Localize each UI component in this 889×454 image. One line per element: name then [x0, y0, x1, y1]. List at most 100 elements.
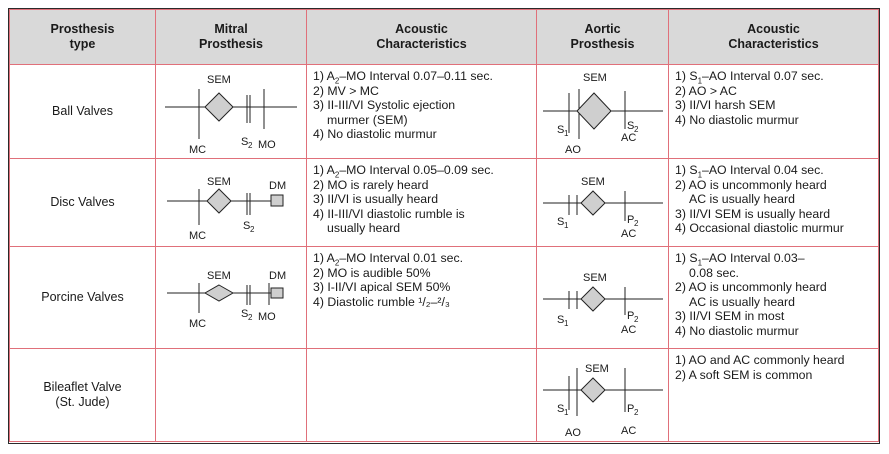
list-item: 3) II/VI is usually heard — [313, 192, 439, 207]
svg-text:2: 2 — [250, 225, 255, 234]
aortic-acoustic-cell: 1) S1–AO Interval 0.03– 0.08 sec. 2) AO … — [668, 246, 879, 349]
list-item: 1) S1–AO Interval 0.03– — [675, 251, 805, 268]
svg-text:SEM: SEM — [581, 176, 605, 188]
svg-text:SEM: SEM — [207, 270, 231, 282]
mitral-acoustic-cell-empty — [306, 348, 537, 442]
svg-text:AO: AO — [565, 427, 581, 439]
list-item: 4) No diastolic murmur — [675, 112, 799, 127]
svg-text:S: S — [243, 220, 250, 232]
svg-text:1: 1 — [564, 129, 569, 138]
list-item: 4) II-III/VI diastolic rumble is — [313, 206, 465, 221]
mitral-acoustic-cell: 1) A2–MO Interval 0.05–0.09 sec. 2) MO i… — [306, 158, 537, 247]
svg-text:2: 2 — [634, 219, 639, 228]
svg-text:1: 1 — [564, 408, 569, 417]
list-item: 1) AO and AC commonly heard — [675, 353, 845, 367]
list-item: AC is usually heard — [689, 294, 795, 309]
list-item: 2) MO is audible 50% — [313, 265, 431, 280]
svg-text:S: S — [557, 403, 564, 415]
svg-text:DM: DM — [269, 270, 286, 282]
svg-text:1: 1 — [564, 221, 569, 230]
svg-text:AC: AC — [621, 425, 636, 437]
type-cell: Bileaflet Valve(St. Jude) — [9, 348, 156, 442]
svg-text:S: S — [557, 314, 564, 326]
svg-text:S: S — [557, 124, 564, 136]
list-item: 2) AO is uncommonly heard — [675, 177, 827, 192]
list-item: 3) II/VI harsh SEM — [675, 98, 776, 113]
mitral-diagram-cell-empty — [155, 348, 307, 442]
list-item: usually heard — [327, 221, 401, 236]
list-item: 1) A2–MO Interval 0.01 sec. — [313, 251, 464, 268]
list-item: 1) A2–MO Interval 0.05–0.09 sec. — [313, 163, 494, 180]
list-item: murmer (SEM) — [327, 112, 408, 127]
list-item: 4) Diastolic rumble ¹/₂–²/₃ — [313, 294, 450, 309]
svg-text:MC: MC — [189, 230, 206, 242]
mitral-acoustic-cell: 1) A2–MO Interval 0.07–0.11 sec. 2) MV >… — [306, 64, 537, 159]
svg-text:SEM: SEM — [207, 176, 231, 188]
svg-text:P: P — [627, 403, 634, 415]
svg-text:MO: MO — [258, 139, 276, 151]
svg-text:P: P — [627, 214, 634, 226]
svg-text:AC: AC — [621, 228, 636, 240]
svg-text:SEM: SEM — [583, 272, 607, 284]
svg-text:SEM: SEM — [585, 363, 609, 375]
list-item: 2) MV > MC — [313, 83, 379, 98]
list-item: 4) No diastolic murmur — [675, 323, 799, 338]
svg-text:2: 2 — [248, 313, 253, 322]
svg-text:AC: AC — [621, 324, 636, 336]
svg-text:1: 1 — [564, 319, 569, 328]
svg-text:S: S — [557, 216, 564, 228]
list-item: 3) II-III/VI Systolic ejection — [313, 98, 456, 113]
svg-text:S: S — [241, 136, 248, 148]
list-item: 4) No diastolic murmur — [313, 127, 437, 142]
type-cell: Ball Valves — [9, 64, 156, 159]
svg-text:SEM: SEM — [207, 74, 231, 86]
list-item: 1) A2–MO Interval 0.07–0.11 sec. — [313, 69, 493, 86]
aortic-acoustic-cell: 1) AO and AC commonly heard 2) A soft SE… — [668, 348, 879, 442]
svg-text:P: P — [627, 310, 634, 322]
svg-text:SEM: SEM — [583, 72, 607, 84]
svg-text:2: 2 — [634, 408, 639, 417]
list-item: 2) AO is uncommonly heard — [675, 280, 827, 295]
aortic-acoustic-cell: 1) S1–AO Interval 0.07 sec. 2) AO > AC 3… — [668, 64, 879, 159]
list-item: 4) Occasional diastolic murmur — [675, 221, 844, 236]
svg-text:DM: DM — [269, 180, 286, 192]
aortic-acoustic-cell: 1) S1–AO Interval 0.04 sec. 2) AO is unc… — [668, 158, 879, 247]
type-cell: Porcine Valves — [9, 246, 156, 349]
svg-text:2: 2 — [634, 125, 639, 134]
svg-text:2: 2 — [634, 315, 639, 324]
type-cell: Disc Valves — [9, 158, 156, 247]
list-item: AC is usually heard — [689, 192, 795, 207]
svg-text:AO: AO — [565, 144, 581, 156]
svg-text:MC: MC — [189, 144, 206, 156]
svg-text:S: S — [241, 308, 248, 320]
list-item: 2) MO is rarely heard — [313, 177, 429, 192]
list-item: 0.08 sec. — [689, 265, 739, 280]
svg-text:2: 2 — [248, 141, 253, 150]
mitral-acoustic-cell: 1) A2–MO Interval 0.01 sec. 2) MO is aud… — [306, 246, 537, 349]
list-item: 1) S1–AO Interval 0.07 sec. — [675, 69, 824, 86]
list-item: 3) II/VI SEM in most — [675, 309, 785, 324]
